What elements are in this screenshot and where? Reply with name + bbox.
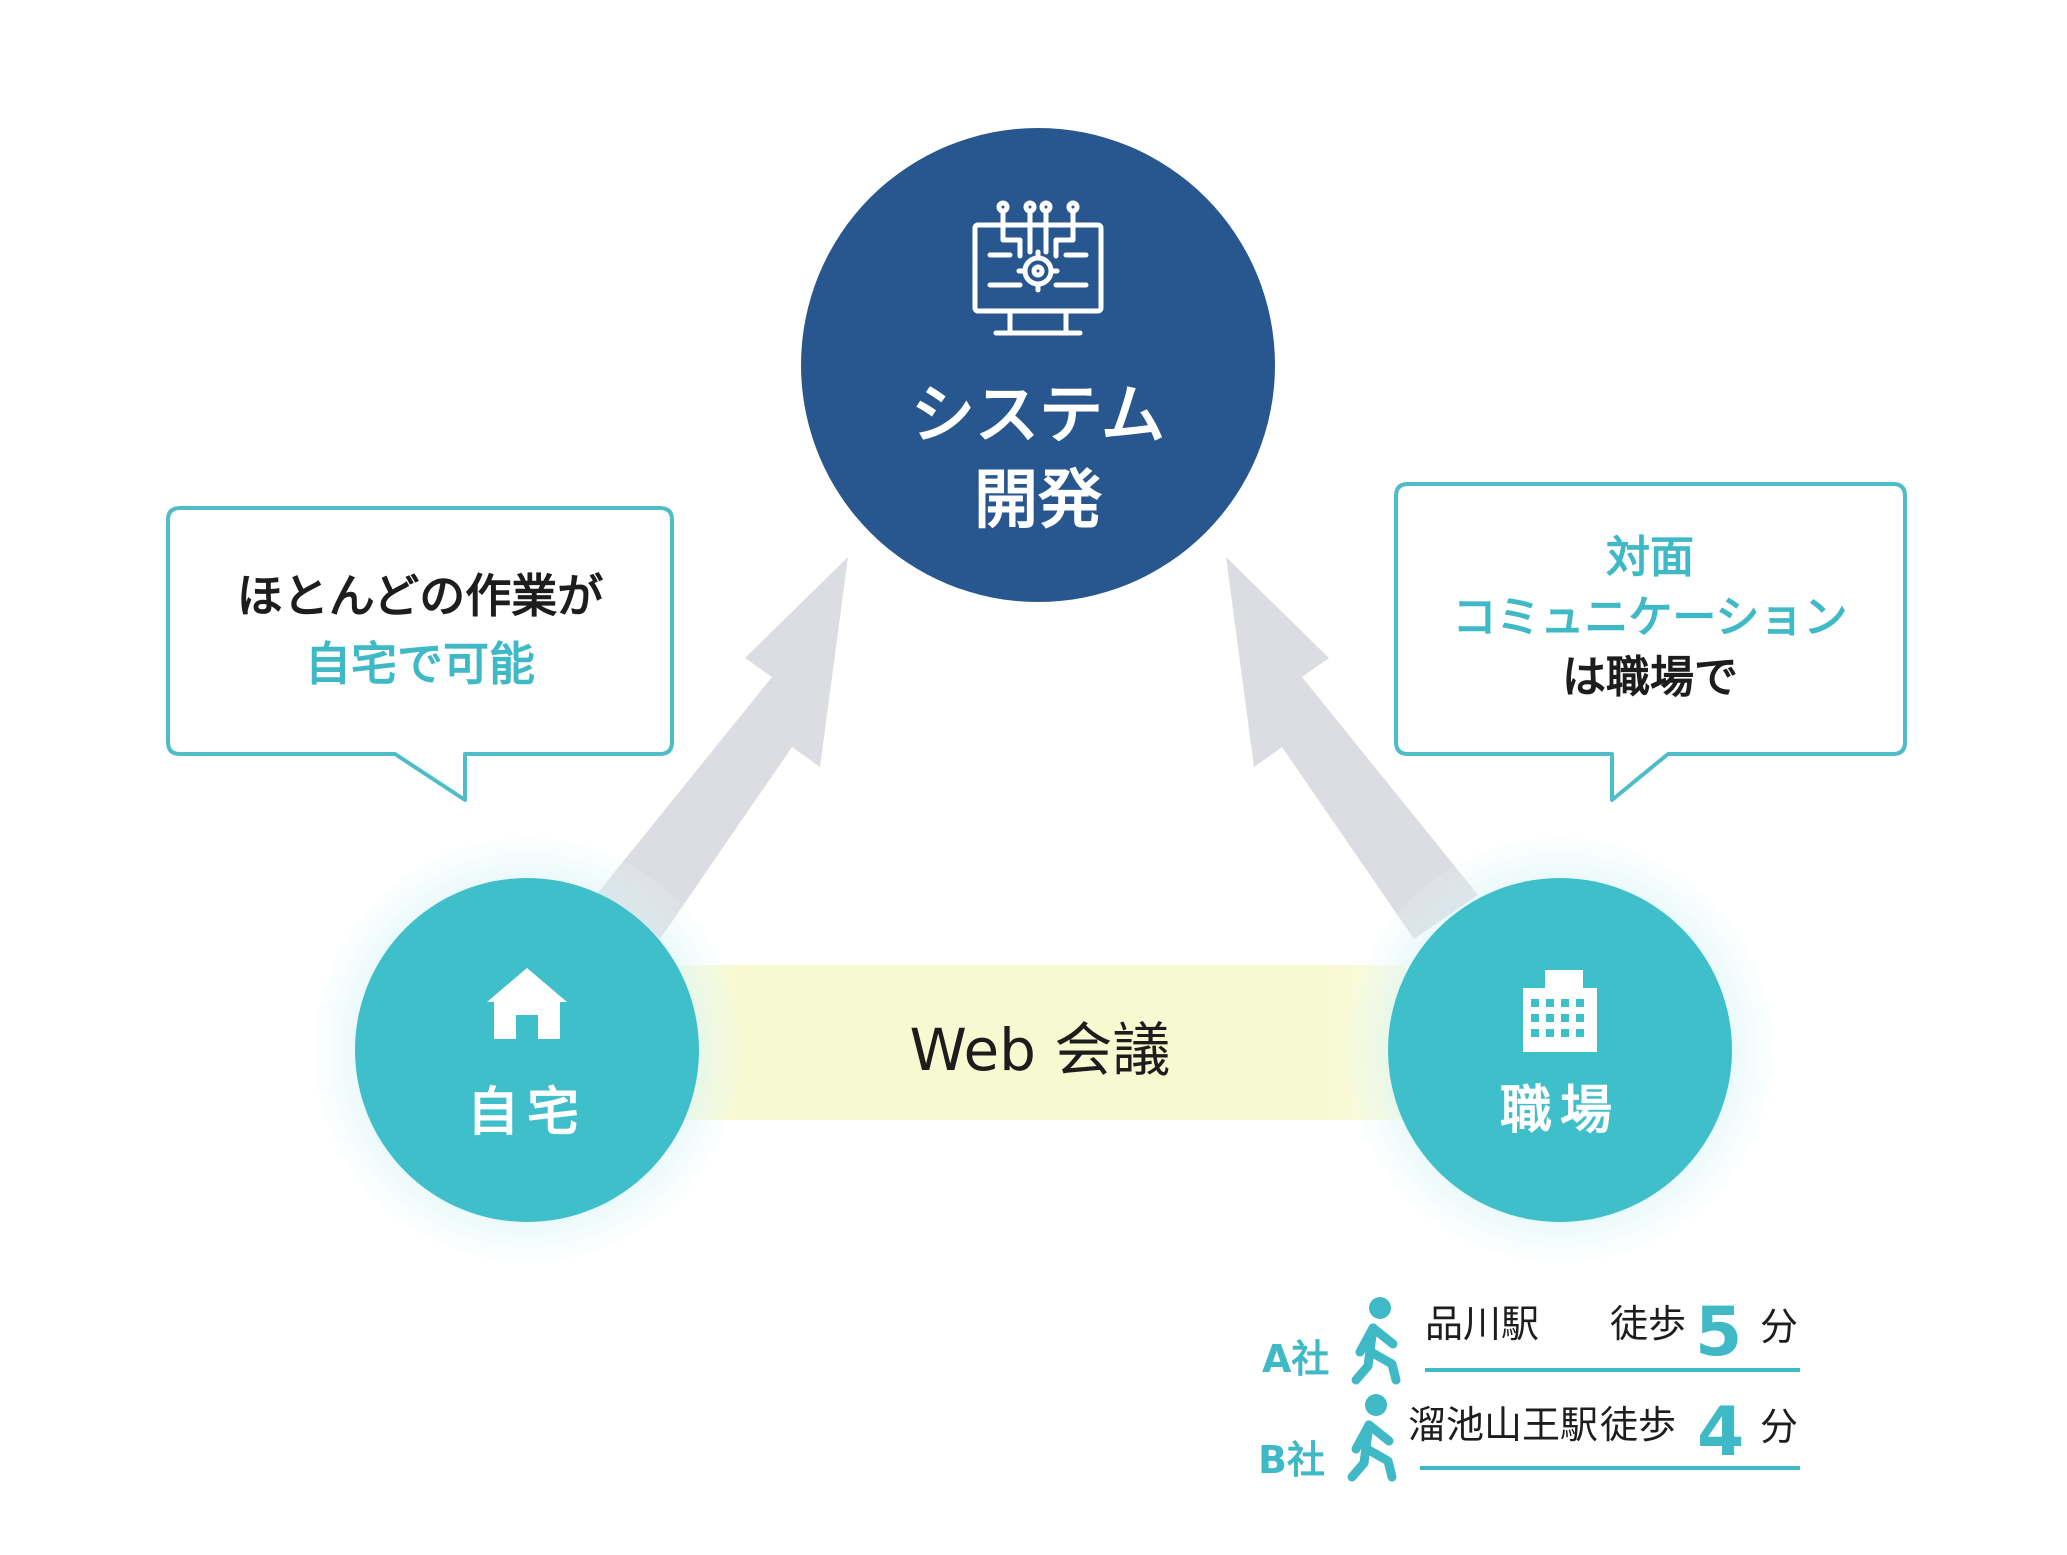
walk-b: 徒歩 [1600, 1403, 1676, 1447]
system-development-node: システム 開発 [801, 128, 1275, 602]
station-b: 溜池山王駅 [1408, 1403, 1598, 1447]
office-label: 職場 [1500, 1081, 1620, 1141]
right-bubble-line3: は職場で [1562, 652, 1738, 703]
arrow-office-to-system [1226, 557, 1478, 939]
home-label: 自宅 [467, 1083, 587, 1143]
unit-b: 分 [1760, 1405, 1798, 1449]
left-bubble-line2: 自宅で可能 [305, 637, 535, 691]
walking-person-icon [1351, 1297, 1401, 1385]
company-a-label: A社 [1262, 1337, 1329, 1381]
access-row-b: B社 溜池山王駅 徒歩 4 分 [1258, 1393, 1800, 1482]
right-bubble-line1: 対面 [1606, 532, 1694, 583]
walking-person-icon [1347, 1394, 1397, 1482]
house-icon [487, 968, 567, 1039]
access-row-a: A社 品川駅 徒歩 5 分 [1262, 1293, 1800, 1385]
system-label-line1: システム [911, 379, 1165, 453]
right-bubble-line2: コミュニケーション [1452, 592, 1847, 643]
arrow-home-to-system [596, 557, 848, 939]
company-b-label: B社 [1258, 1438, 1325, 1482]
minutes-a: 5 [1695, 1293, 1742, 1372]
right-speech-bubble: 対面 コミュニケーション は職場で [1394, 482, 1907, 802]
system-label-line2: 開発 [974, 464, 1103, 538]
monitor-circuit-gear-icon [972, 200, 1104, 336]
unit-a: 分 [1760, 1305, 1798, 1349]
office-building-icon [1523, 970, 1597, 1052]
office-node: 職場 [1348, 838, 1772, 1262]
minutes-b: 4 [1697, 1393, 1744, 1472]
walk-a: 徒歩 [1610, 1302, 1686, 1346]
web-meeting-label: Web 会議 [910, 1016, 1171, 1084]
station-a: 品川駅 [1425, 1302, 1539, 1346]
left-speech-bubble: ほとんどの作業が 自宅で可能 [166, 506, 674, 802]
web-meeting-band [660, 965, 1405, 1120]
left-bubble-line1: ほとんどの作業が [237, 569, 604, 623]
home-node: 自宅 [315, 838, 739, 1262]
access-info: A社 品川駅 徒歩 5 分 B社 溜池山王駅 徒歩 4 [1258, 1293, 1800, 1482]
